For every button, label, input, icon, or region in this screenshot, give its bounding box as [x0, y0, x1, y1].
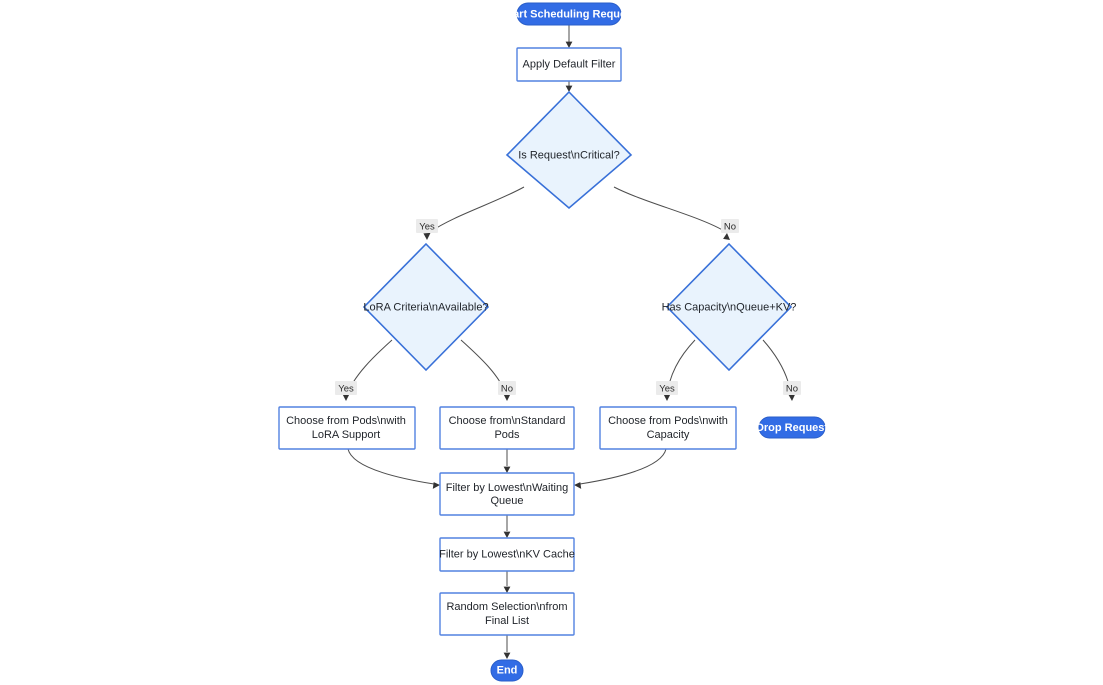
node-random-selection-label-line1: Random Selection\nfrom [446, 601, 567, 613]
node-filter-kv-cache-label: Filter by Lowest\nKV Cache [439, 548, 575, 560]
edge-choose-standard-pods-to-filter-waiting-queue [503, 449, 511, 473]
node-lora-criteria-available[interactable]: LoRA Criteria\nAvailable? [362, 242, 490, 372]
edge-choose-capacity-pods-to-filter-waiting-queue [574, 448, 667, 489]
node-drop-request-label: Drop Request [756, 422, 828, 434]
node-end-shape[interactable] [490, 659, 524, 682]
node-start[interactable]: Start Scheduling Request [502, 2, 636, 26]
node-choose-capacity-pods-label-line2: Capacity [647, 429, 690, 441]
edge-choose-lora-pods-to-filter-waiting-queue [347, 448, 440, 489]
edge-label-lora-yes: Yes [335, 381, 357, 395]
edge-label-lora-no: No [498, 381, 516, 395]
node-choose-standard-pods[interactable]: Choose from\nStandard Pods [439, 406, 575, 450]
edge-layer [342, 25, 796, 659]
node-filter-kv-cache[interactable]: Filter by Lowest\nKV Cache [439, 537, 575, 572]
edge-filter-kv-cache-to-random-selection [503, 571, 511, 593]
node-choose-capacity-pods-label-line1: Choose from Pods\nwith [608, 415, 728, 427]
node-filter-waiting-queue[interactable]: Filter by Lowest\nWaiting Queue [439, 472, 575, 516]
node-choose-capacity-pods[interactable]: Choose from Pods\nwith Capacity [599, 406, 737, 450]
edge-start-to-apply-default-filter [565, 25, 573, 48]
edge-is-request-critical-no-to-has-capacity [613, 186, 730, 240]
node-random-selection[interactable]: Random Selection\nfrom Final List [439, 592, 575, 636]
node-apply-default-filter-shape[interactable] [516, 47, 622, 82]
node-filter-waiting-queue-label-line1: Filter by Lowest\nWaiting [446, 482, 568, 494]
edge-label-text: No [501, 384, 513, 395]
edge-label-critical-yes: Yes [416, 219, 438, 233]
node-choose-lora-pods-label-line2: LoRA Support [312, 429, 381, 441]
node-lora-criteria-available-label: LoRA Criteria\nAvailable? [363, 301, 488, 313]
node-filter-waiting-queue-shape[interactable] [439, 472, 575, 516]
node-filter-waiting-queue-label-line2: Queue [490, 495, 523, 507]
node-choose-lora-pods-shape[interactable] [278, 406, 416, 450]
node-choose-lora-pods-label-line1: Choose from Pods\nwith [286, 415, 406, 427]
edge-label-capacity-no: No [783, 381, 801, 395]
node-has-capacity[interactable]: Has Capacity\nQueue+KV? [662, 242, 797, 372]
node-drop-request[interactable]: Drop Request [756, 416, 828, 439]
node-lora-criteria-available-shape[interactable] [362, 242, 490, 372]
node-random-selection-shape[interactable] [439, 592, 575, 636]
edge-apply-default-filter-to-is-request-critical [565, 81, 573, 92]
edge-label-layer: Yes No Yes No Yes No [335, 219, 801, 395]
node-layer: Start Scheduling Request Apply Default F… [278, 2, 828, 682]
node-is-request-critical-shape[interactable] [505, 90, 633, 210]
node-end[interactable]: End [490, 659, 524, 682]
node-choose-lora-pods[interactable]: Choose from Pods\nwith LoRA Support [278, 406, 416, 450]
node-is-request-critical-label: Is Request\nCritical? [518, 149, 620, 161]
node-start-shape[interactable] [516, 2, 622, 26]
node-has-capacity-shape[interactable] [665, 242, 793, 372]
edge-label-text: Yes [419, 222, 435, 233]
node-filter-kv-cache-shape[interactable] [439, 537, 575, 572]
edge-label-text: No [786, 384, 798, 395]
edge-random-selection-to-end [503, 635, 511, 659]
node-random-selection-label-line2: Final List [485, 615, 529, 627]
edge-filter-waiting-queue-to-filter-kv-cache [503, 515, 511, 538]
node-end-label: End [497, 664, 518, 676]
node-apply-default-filter[interactable]: Apply Default Filter [516, 47, 622, 82]
node-choose-standard-pods-label-line1: Choose from\nStandard [449, 415, 566, 427]
node-is-request-critical[interactable]: Is Request\nCritical? [505, 90, 633, 210]
edge-is-request-critical-yes-to-lora-criteria [423, 186, 525, 240]
node-has-capacity-label: Has Capacity\nQueue+KV? [662, 301, 797, 313]
edge-label-text: Yes [659, 384, 675, 395]
edge-label-text: Yes [338, 384, 354, 395]
node-drop-request-shape[interactable] [758, 416, 826, 439]
node-choose-capacity-pods-shape[interactable] [599, 406, 737, 450]
edge-label-capacity-yes: Yes [656, 381, 678, 395]
edge-label-text: No [724, 222, 736, 233]
node-choose-standard-pods-label-line2: Pods [494, 429, 520, 441]
node-start-label: Start Scheduling Request [502, 8, 636, 20]
node-choose-standard-pods-shape[interactable] [439, 406, 575, 450]
edge-label-critical-no: No [721, 219, 739, 233]
node-apply-default-filter-label: Apply Default Filter [523, 58, 616, 70]
